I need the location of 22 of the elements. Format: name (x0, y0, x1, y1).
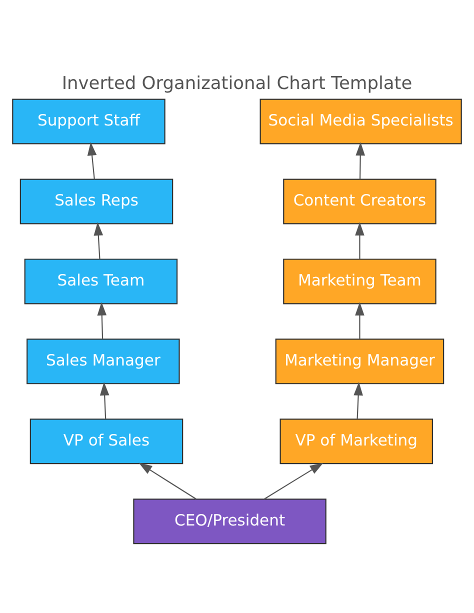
node-box: Sales Reps (20, 178, 174, 224)
arrow (264, 462, 324, 499)
arrow (355, 302, 364, 339)
arrow (355, 222, 364, 259)
arrow (94, 222, 104, 259)
node-box: Sales Team (24, 258, 178, 304)
diagram-title: Inverted Organizational Chart Template (62, 74, 412, 94)
arrow (87, 142, 97, 179)
node-box: VP of Marketing (280, 418, 434, 464)
arrow (354, 382, 363, 419)
node-box: Content Creators (283, 178, 436, 224)
arrow (356, 142, 366, 179)
node-box: Marketing Manager (275, 338, 444, 384)
node-box: Marketing Team (283, 258, 436, 304)
arrow (100, 382, 110, 419)
node-box: CEO/President (133, 498, 326, 544)
arrow (138, 462, 196, 499)
node-box: Social Media Specialists (260, 98, 462, 144)
node-box: VP of Sales (30, 418, 184, 464)
node-box: Support Staff (12, 98, 166, 144)
node-box: Sales Manager (26, 338, 180, 384)
arrow (97, 302, 107, 339)
